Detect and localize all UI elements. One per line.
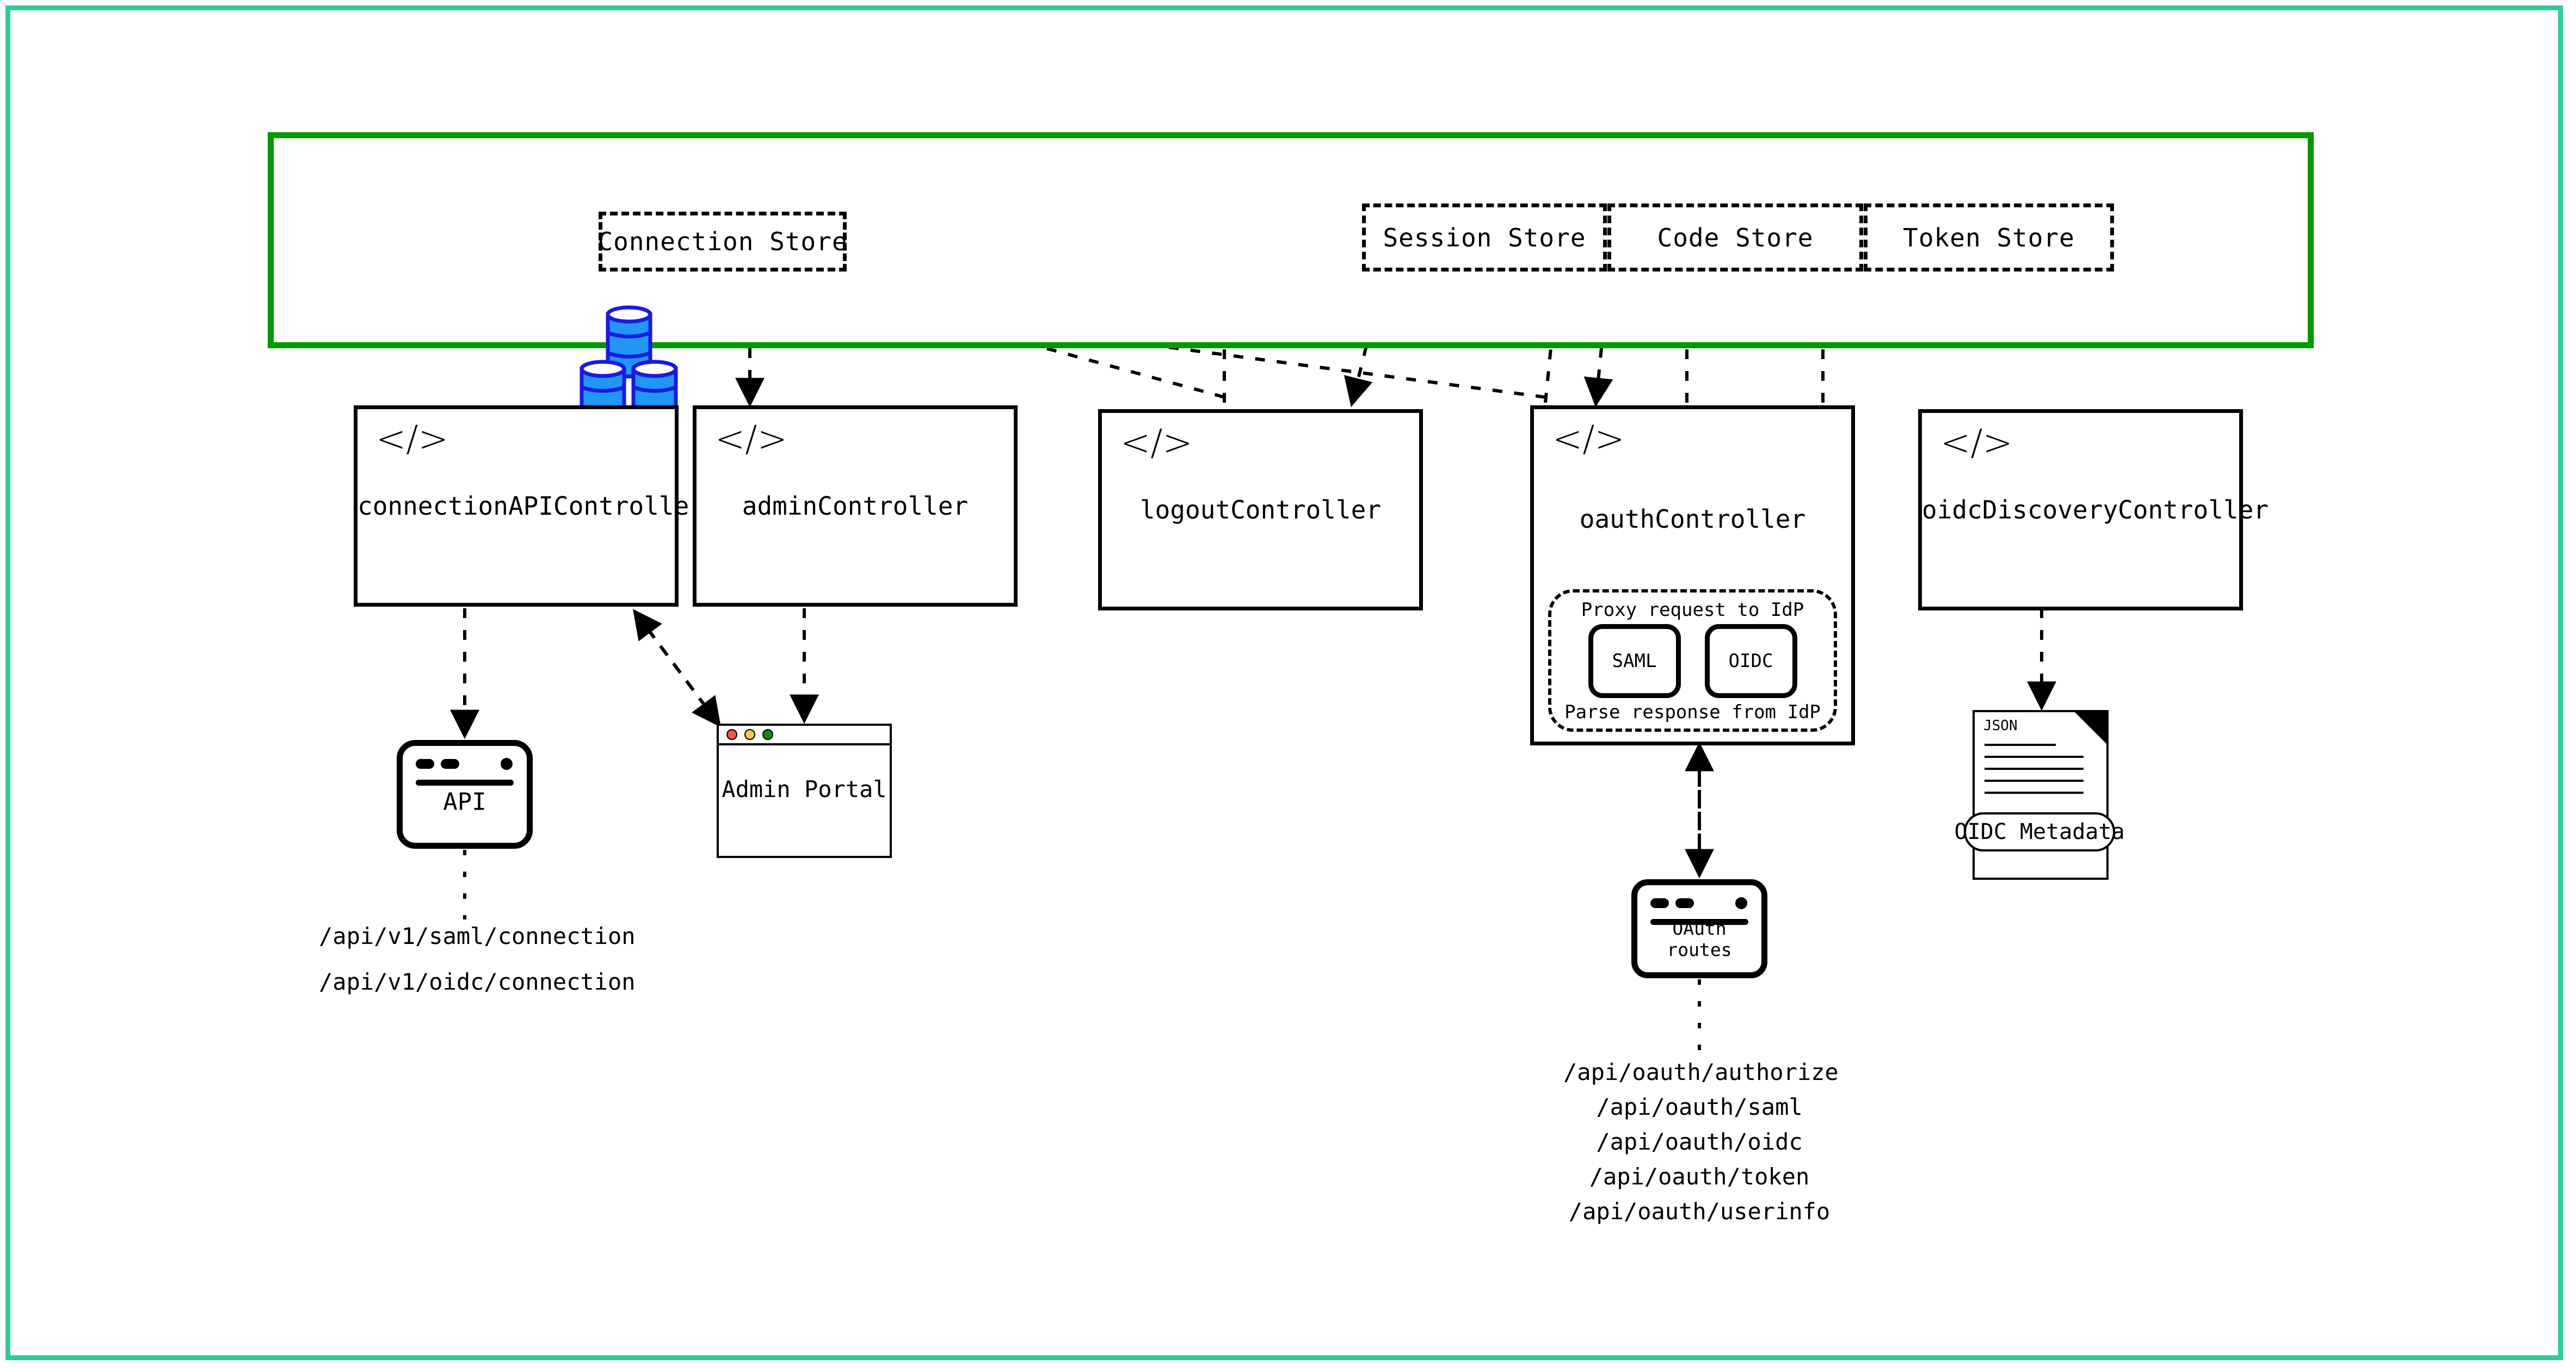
- store-token[interactable]: Token Store: [1864, 203, 2114, 271]
- idp-button-saml[interactable]: SAML: [1588, 624, 1681, 698]
- controller-admin[interactable]: </> adminController: [693, 405, 1018, 607]
- store-connection[interactable]: Connection Store: [597, 212, 848, 271]
- store-panel: Connection Store Session Store Code Stor…: [268, 132, 2314, 433]
- close-traffic-light-icon: [726, 729, 737, 740]
- browser-titlebar: [719, 726, 890, 745]
- controller-name: oidcDiscoveryController: [1922, 495, 2269, 524]
- endpoint-item: /api/oauth/authorize: [1563, 1059, 1839, 1085]
- idp-proxy-box: Proxy request to IdP SAML OIDC Parse res…: [1548, 589, 1837, 732]
- idp-top-caption: Proxy request to IdP: [1581, 599, 1804, 621]
- controller-oidc-discovery[interactable]: </> oidcDiscoveryController: [1918, 409, 2269, 610]
- controller-logout[interactable]: </> logoutController: [1098, 409, 1423, 610]
- store-label: Session Store: [1383, 223, 1586, 252]
- window-address-bar-icon: [1650, 919, 1748, 925]
- json-doc-type: JSON: [1983, 718, 2018, 734]
- window-address-bar-icon: [416, 780, 514, 786]
- admin-portal-label: Admin Portal: [722, 776, 887, 803]
- oauth-routes-label: OAuth routes: [1667, 918, 1732, 961]
- controller-name: logoutController: [1139, 495, 1382, 524]
- controller-name: adminController: [742, 491, 969, 521]
- endpoint-item: /api/oauth/token: [1589, 1163, 1810, 1190]
- page-fold-icon: [2074, 711, 2107, 745]
- outer-frame: [5, 5, 2563, 1360]
- document-text-lines-icon: [1985, 744, 2084, 804]
- admin-portal-window[interactable]: Admin Portal: [717, 724, 892, 858]
- store-code[interactable]: Code Store: [1607, 203, 1863, 271]
- controller-name: oauthController: [1579, 504, 1806, 534]
- json-document-icon: JSON: [1973, 710, 2109, 880]
- idp-bottom-caption: Parse response from IdP: [1564, 701, 1821, 723]
- api-client-node[interactable]: API: [397, 740, 533, 849]
- code-icon: </>: [1552, 418, 1625, 460]
- code-icon: </>: [1940, 422, 2013, 464]
- controller-connection-api[interactable]: </> connectionAPIController: [354, 405, 704, 607]
- api-label: API: [443, 788, 486, 816]
- endpoint-item: /api/oauth/oidc: [1596, 1128, 1803, 1155]
- idp-button-oidc[interactable]: OIDC: [1704, 624, 1797, 698]
- controller-oauth[interactable]: </> oauthController Proxy request to IdP…: [1530, 405, 1855, 745]
- controller-name: connectionAPIController: [358, 491, 704, 521]
- oauth-endpoint-list: /api/oauth/authorize /api/oauth/saml /ap…: [1563, 1059, 1839, 1235]
- idp-button-group: SAML OIDC: [1588, 624, 1797, 698]
- idp-button-label: SAML: [1612, 650, 1657, 672]
- oauth-routes-node[interactable]: OAuth routes: [1631, 879, 1767, 978]
- window-menu-dot-icon: [501, 758, 513, 770]
- oidc-metadata-label: OIDC Metadata: [1954, 812, 2125, 851]
- connection-endpoint-list: /api/v1/saml/connection /api/v1/oidc/con…: [319, 925, 636, 1016]
- endpoint-item: /api/v1/saml/connection: [319, 923, 636, 949]
- window-controls-icon: [1650, 898, 1694, 908]
- code-icon: </>: [715, 418, 787, 460]
- oidc-metadata-document[interactable]: JSON OIDC Metadata: [1954, 710, 2125, 880]
- store-label: Connection Store: [597, 227, 848, 256]
- window-controls-icon: [416, 759, 459, 769]
- code-icon: </>: [1120, 422, 1193, 464]
- window-menu-dot-icon: [1735, 897, 1747, 909]
- endpoint-item: /api/v1/oidc/connection: [319, 968, 636, 995]
- endpoint-item: /api/oauth/userinfo: [1568, 1198, 1831, 1225]
- store-session[interactable]: Session Store: [1362, 203, 1607, 271]
- store-label: Code Store: [1657, 223, 1814, 252]
- endpoint-item: /api/oauth/saml: [1596, 1094, 1803, 1120]
- store-label: Token Store: [1903, 223, 2075, 252]
- code-icon: </>: [376, 418, 448, 460]
- minimize-traffic-light-icon: [744, 729, 755, 740]
- idp-button-label: OIDC: [1728, 650, 1773, 672]
- maximize-traffic-light-icon: [762, 729, 773, 740]
